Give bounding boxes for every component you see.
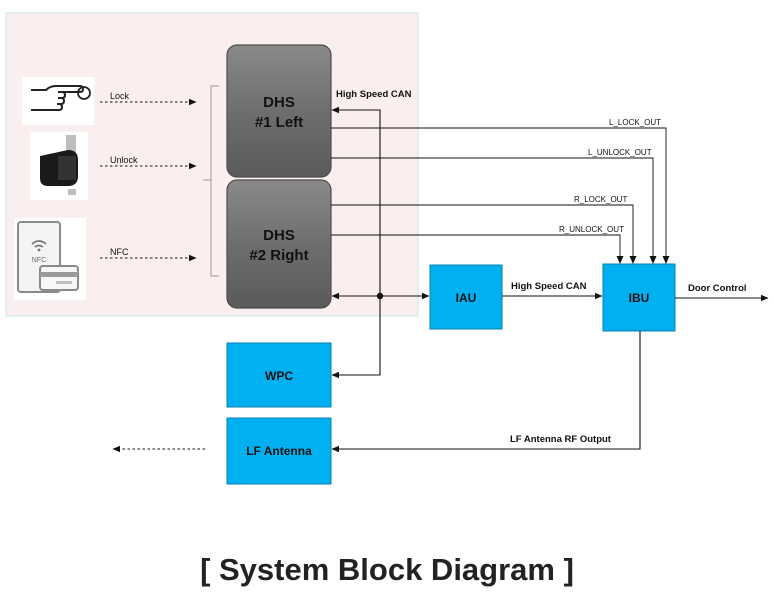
dhs-signal-lines <box>331 127 667 257</box>
dhs-right-subtitle: #2 Right <box>249 247 308 264</box>
l-unlock-out-label: L_UNLOCK_OUT <box>588 148 652 157</box>
lf-antenna-block <box>226 417 332 485</box>
r-unlock-out-line <box>331 234 621 257</box>
door-control-label: Door Control <box>688 283 747 294</box>
r-lock-out-label: R_LOCK_OUT <box>574 195 627 204</box>
dhs-right-block <box>226 179 332 309</box>
l-unlock-out-line <box>331 157 654 257</box>
diagram-caption: [ System Block Diagram ] <box>200 552 574 587</box>
l-lock-out-label: L_LOCK_OUT <box>609 118 661 127</box>
input-bracket <box>203 85 219 277</box>
nfc-label: NFC <box>110 247 129 257</box>
l-unlock-out-arrowhead <box>649 256 657 264</box>
ibu-block <box>602 263 676 332</box>
lf-antenna-label: LF Antenna <box>246 444 312 458</box>
r-unlock-out-arrowhead <box>616 256 624 264</box>
nfc-badge: NFC <box>32 257 46 264</box>
l-lock-out-arrowhead <box>662 256 670 264</box>
ibu-label: IBU <box>629 291 650 305</box>
high-speed-can-label-mid: High Speed CAN <box>511 281 587 292</box>
wpc-label: WPC <box>265 369 293 383</box>
iau-block <box>429 264 503 330</box>
dhs-right-title: DHS <box>263 227 295 244</box>
dhs-left-subtitle: #1 Left <box>255 114 303 131</box>
iau-label: IAU <box>456 291 477 305</box>
grab-handle-icon <box>30 132 88 200</box>
wpc-block <box>226 342 332 408</box>
nfc-phone-card-icon: NFC <box>14 218 86 300</box>
r-lock-out-line <box>331 204 634 257</box>
dhs-left-title: DHS <box>263 94 295 111</box>
unlock-label: Unlock <box>110 155 138 165</box>
lf-antenna-rf-output-label: LF Antenna RF Output <box>510 434 612 445</box>
can-junction-dot <box>376 292 384 300</box>
l-lock-out-line <box>331 127 667 257</box>
lf-rf-output-line <box>342 331 641 450</box>
r-unlock-out-label: R_UNLOCK_OUT <box>559 225 624 234</box>
lock-label: Lock <box>110 91 130 101</box>
touch-hand-icon <box>22 77 94 125</box>
high-speed-can-label-top: High Speed CAN <box>336 89 412 100</box>
r-lock-out-arrowhead <box>629 256 637 264</box>
dhs-left-block <box>226 44 332 178</box>
